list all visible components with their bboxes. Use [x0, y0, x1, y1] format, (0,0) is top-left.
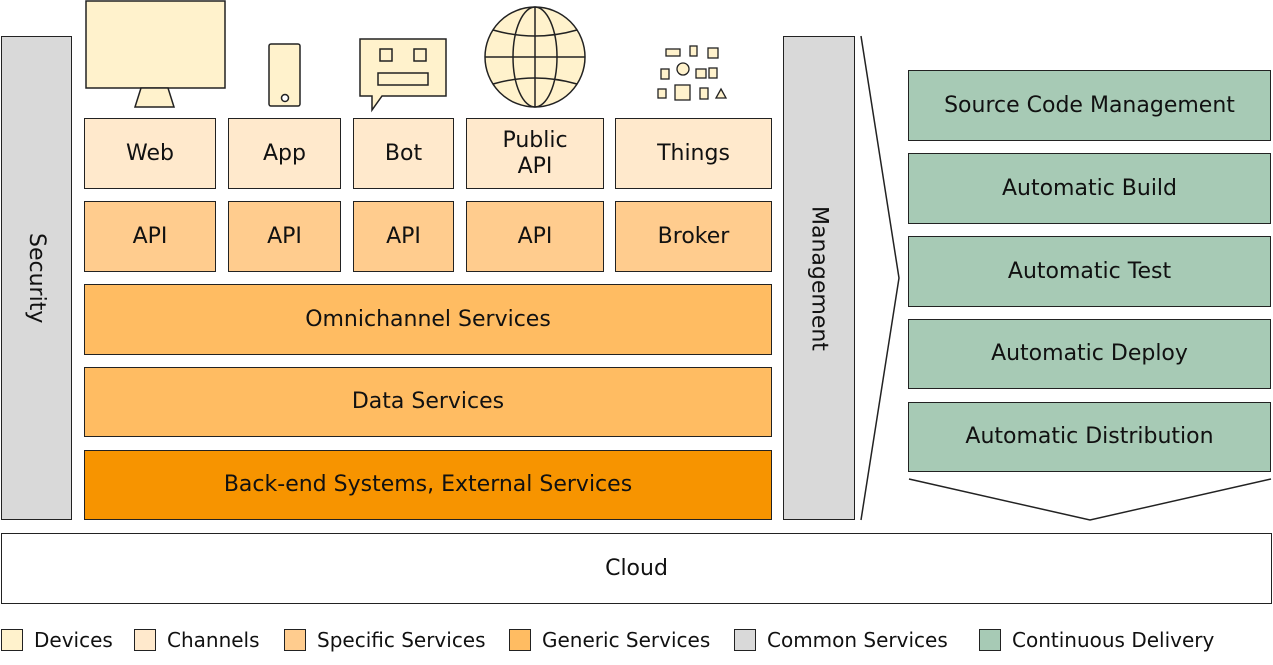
management-bar: Management	[783, 36, 855, 520]
cloud-layer: Cloud	[1, 533, 1272, 604]
legend-generic-services: Generic Services	[509, 627, 710, 653]
cd-automatic-build: Automatic Build	[908, 153, 1271, 224]
omnichannel-services: Omnichannel Services	[84, 284, 772, 355]
legend-devices: Devices	[1, 627, 113, 653]
cd-source-code-management: Source Code Management	[908, 70, 1271, 141]
legend-swatch	[1, 629, 23, 651]
channel-bot: Bot	[353, 118, 454, 189]
legend-swatch	[979, 629, 1001, 651]
globe-icon	[484, 6, 586, 108]
legend-channels: Channels	[134, 627, 260, 653]
legend-common-services: Common Services	[734, 627, 948, 653]
legend-swatch	[134, 629, 156, 651]
cd-automatic-deploy: Automatic Deploy	[908, 319, 1271, 389]
delivery-chevron-down	[908, 478, 1272, 521]
security-bar: Security	[1, 36, 72, 520]
specific-api-web: API	[84, 201, 216, 272]
cd-automatic-test: Automatic Test	[908, 236, 1271, 307]
monitor-icon	[85, 0, 226, 108]
phone-icon	[268, 43, 301, 107]
cd-automatic-distribution: Automatic Distribution	[908, 402, 1271, 472]
legend-swatch	[509, 629, 531, 651]
legend-swatch	[734, 629, 756, 651]
data-services: Data Services	[84, 367, 772, 437]
channel-things: Things	[615, 118, 772, 189]
specific-api-bot: API	[353, 201, 454, 272]
delivery-chevron-right	[860, 35, 900, 521]
security-label: Security	[24, 232, 50, 324]
iot-things-icon	[657, 45, 728, 101]
channel-public-api: Public API	[466, 118, 604, 189]
legend-specific-services: Specific Services	[284, 627, 486, 653]
specific-api-public: API	[466, 201, 604, 272]
channel-app: App	[228, 118, 341, 189]
legend-continuous-delivery: Continuous Delivery	[979, 627, 1214, 653]
management-label: Management	[806, 205, 832, 351]
channel-web: Web	[84, 118, 216, 189]
specific-broker: Broker	[615, 201, 772, 272]
legend-swatch	[284, 629, 306, 651]
chat-bot-icon	[359, 38, 447, 113]
specific-api-app: API	[228, 201, 341, 272]
backend-systems: Back-end Systems, External Services	[84, 450, 772, 520]
